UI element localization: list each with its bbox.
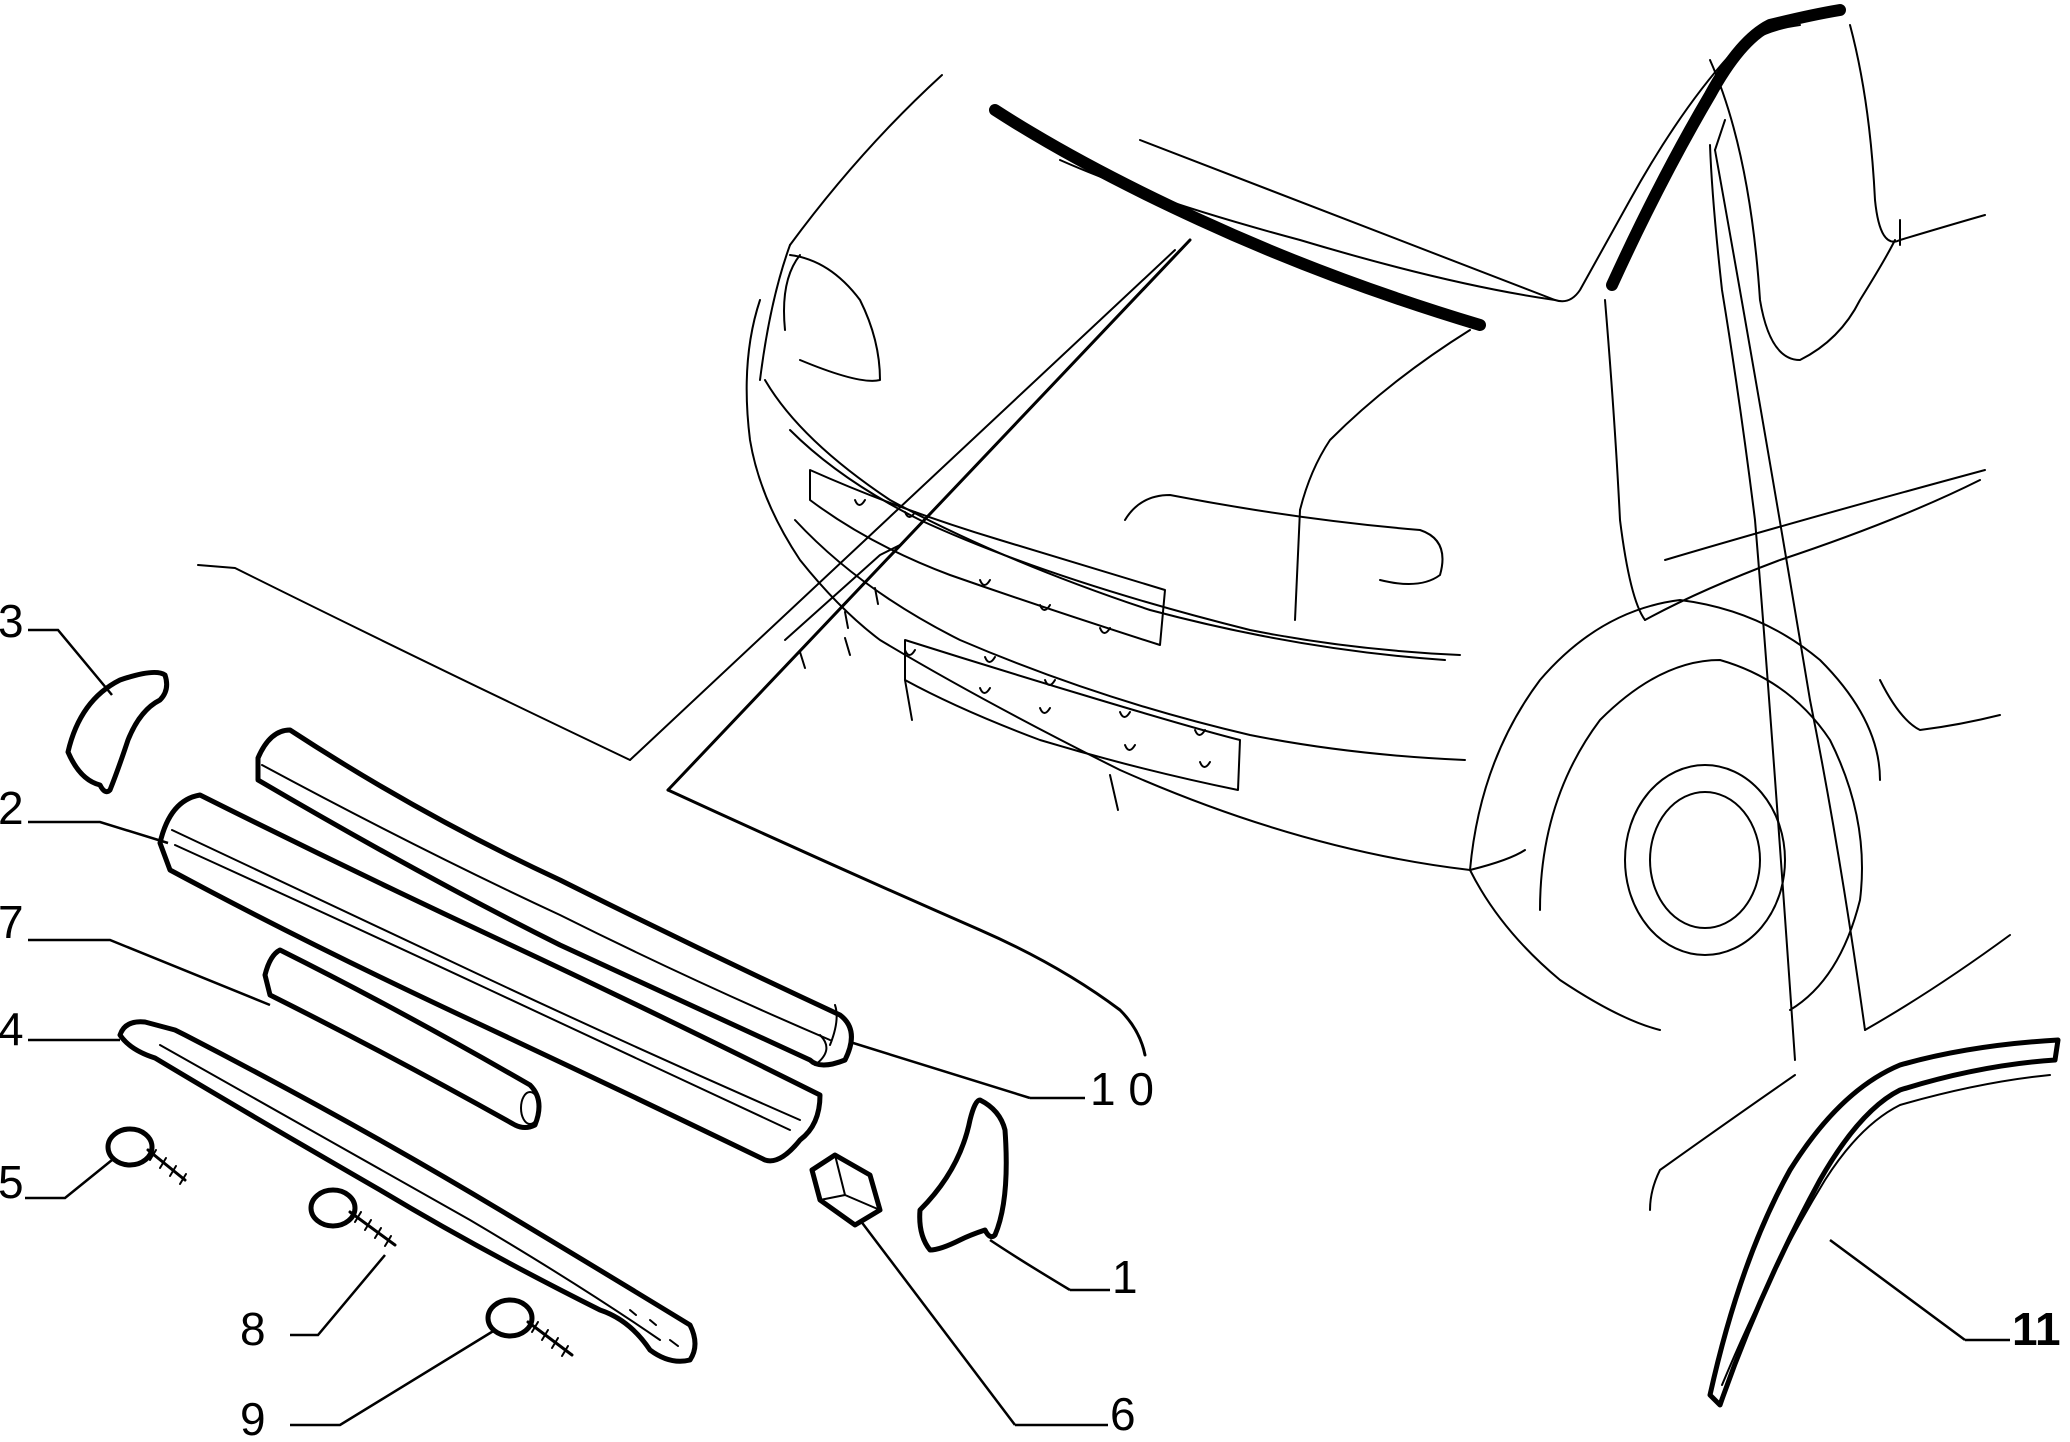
part-8-screw	[308, 1187, 397, 1247]
part-1-end-cap-right	[917, 1097, 1009, 1253]
leader-lines	[25, 628, 2010, 1427]
callout-3: 3	[0, 595, 24, 647]
callout-11: 11	[2012, 1303, 2061, 1355]
part-9-screw	[485, 1297, 574, 1357]
part-4-support-bracket	[117, 1019, 698, 1364]
detail-lines	[197, 119, 2011, 1211]
part-2-grille-moulding	[157, 792, 823, 1164]
callout-7: 7	[0, 896, 24, 948]
part-10-upper-seal	[255, 727, 854, 1068]
part-7-lower-seal	[262, 947, 542, 1130]
part-3-end-cap-left	[65, 669, 170, 795]
callout-numbers: 3 2 7 4 5 8 9 6 1 1 0 11	[0, 595, 2061, 1442]
part-5-screw	[105, 1126, 187, 1185]
car-body-outline	[745, 4, 2001, 1031]
callout-5: 5	[0, 1156, 24, 1208]
callout-6: 6	[1110, 1388, 1136, 1440]
callout-4: 4	[0, 1003, 24, 1055]
part-6-clip-nut	[809, 1152, 883, 1228]
callout-10: 1 0	[1090, 1063, 1154, 1115]
callout-1: 1	[1112, 1251, 1138, 1303]
callout-8: 8	[240, 1303, 266, 1355]
callout-2: 2	[0, 782, 24, 834]
part-11-pillar-strip	[1707, 1037, 2061, 1408]
callout-9: 9	[240, 1393, 266, 1442]
